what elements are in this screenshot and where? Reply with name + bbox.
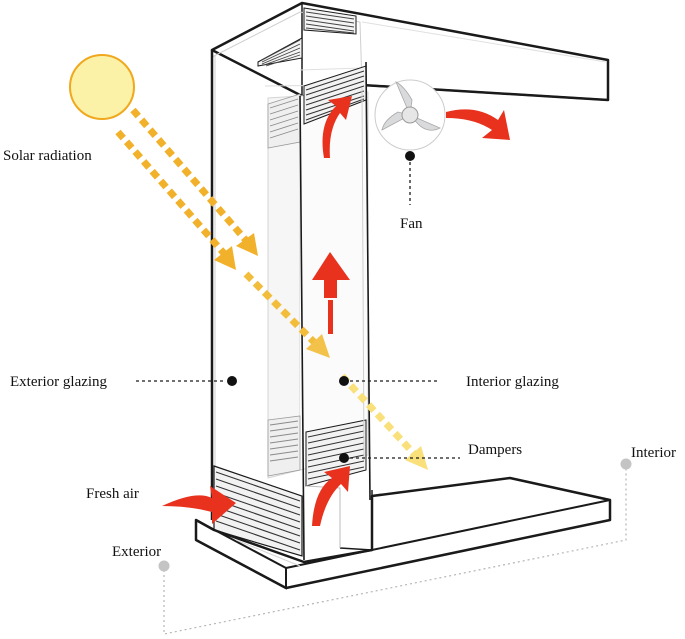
anchor-points	[227, 151, 415, 463]
label-exterior-glazing: Exterior glazing	[10, 374, 108, 390]
top-grille	[257, 7, 357, 67]
label-interior: Interior	[631, 445, 676, 461]
building-structure	[194, 1, 612, 590]
leader-lines	[136, 156, 460, 459]
solar-ray-upper	[130, 107, 253, 248]
solar-ray-transmitted	[339, 373, 421, 461]
label-exterior: Exterior	[112, 544, 161, 560]
solar-ray-lower	[115, 129, 231, 261]
damper-up-arrow	[312, 466, 350, 526]
label-fan: Fan	[400, 216, 423, 232]
fan	[374, 79, 446, 151]
fan-outlet-arrow	[446, 109, 510, 140]
label-solar-radiation: Solar radiation	[3, 148, 92, 164]
label-dampers: Dampers	[468, 442, 522, 458]
sun-icon	[69, 54, 135, 120]
exterior-marker	[158, 560, 170, 572]
fresh-air-arrow	[162, 486, 236, 524]
fresh-air-intake-louvers	[213, 465, 303, 557]
environment-leader	[163, 468, 627, 635]
top-exhaust-arrow	[322, 96, 352, 158]
cavity-up-arrow	[312, 252, 350, 298]
label-interior-glazing: Interior glazing	[466, 374, 559, 390]
air-flow-arrows	[162, 96, 510, 526]
lower-louvers	[267, 415, 367, 487]
solar-rays	[115, 107, 428, 470]
upper-louvers	[267, 65, 367, 149]
label-fresh-air: Fresh air	[86, 486, 139, 502]
solar-ray-through	[243, 271, 321, 349]
interior-marker	[620, 458, 632, 470]
